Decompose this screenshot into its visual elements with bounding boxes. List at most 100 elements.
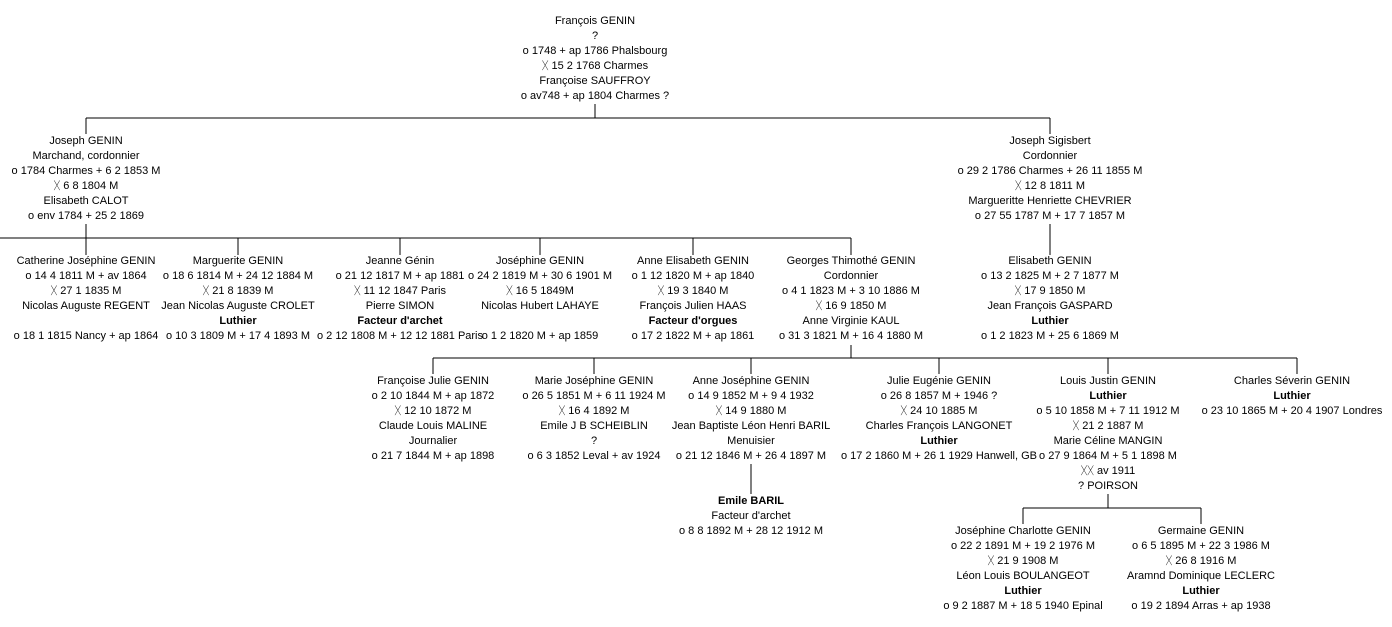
person-line: ᚷ 11 12 1847 Paris [353,285,446,297]
person-occupation: Luthier [920,435,958,447]
person-line: Pierre SIMON [365,300,435,312]
person-line: o 31 3 1821 M + 16 4 1880 M [778,330,924,342]
person-line: Joséphine GENIN [495,255,585,267]
person-line: Cordonnier [1022,150,1078,162]
person-line: Marie Céline MANGIN [1053,435,1163,447]
person-line: o 8 8 1892 M + 28 12 1912 M [678,525,824,537]
person-line: o 29 2 1786 Charmes + 26 11 1855 M [957,165,1143,177]
person-line: Françoise SAUFFROY [539,75,651,87]
person-line: Jeanne Génin [365,255,435,267]
person-line: o 23 10 1865 M + 20 4 1907 Londres [1201,405,1383,417]
person-line: ᚷ 19 3 1840 M [657,285,729,297]
person-line: o 6 3 1852 Leval + av 1924 [527,450,661,462]
person-line: ? [590,435,598,447]
person-line: Marguerite GENIN [192,255,284,267]
person-line: o 5 10 1858 M + 7 11 1912 M [1036,405,1180,417]
person-line: o 2 10 1844 M + ap 1872 [371,390,495,402]
person-marguerite-genin: Marguerite GENIN o 18 6 1814 M + 24 12 18… [158,254,318,344]
person-line: ᚷ 27 1 1835 M [50,285,122,297]
person-line: Nicolas Auguste REGENT [22,300,150,312]
person-line: ᚷ 24 10 1885 M [900,405,978,417]
person-line: Marchand, cordonnier [32,150,140,162]
person-line: Anne Joséphine GENIN [692,375,810,387]
person-line: Claude Louis MALINE [378,420,488,432]
person-line: Elisabeth GENIN [1008,255,1092,267]
person-line: ᚷ 12 10 1872 M [394,405,472,417]
person-occupation: Luthier [1004,585,1042,597]
person-line: o 1 2 1820 M + ap 1859 [481,330,599,342]
person-line: o 27 55 1787 M + 17 7 1857 M [974,210,1126,222]
person-francois-genin: François GENIN?o 1748 + ap 1786 Phalsbou… [495,14,695,104]
person-line: Jean Nicolas Auguste CROLET [161,300,315,312]
person-line: ᚷ 12 8 1811 M [1015,180,1085,192]
person-line: Catherine Joséphine GENIN [16,255,156,267]
person-line: Anne Virginie KAUL [802,315,900,327]
person-line: Jean Baptiste Léon Henri BARIL [671,420,831,432]
person-line [465,314,615,329]
person-line: o 9 2 1887 M + 18 5 1940 Epinal [943,600,1103,612]
person-occupation: Facteur d'archet [357,315,443,327]
person-line: ᚷ 21 8 1839 M [202,285,274,297]
person-line: o 21 7 1844 M + ap 1898 [371,450,495,462]
person-line: o 2 12 1808 M + 12 12 1881 Paris [316,330,484,342]
person-line [4,314,168,329]
person-occupation: Emile BARIL [717,495,784,507]
person-line: ᚷ 21 9 1908 M [987,555,1059,567]
person-line: Margueritte Henriette CHEVRIER [968,195,1132,207]
person-line: Louis Justin GENIN [1060,375,1156,387]
person-francoise-julie-genin: Françoise Julie GENIN o 2 10 1844 M + ap … [358,374,508,464]
person-line: Menuisier [727,435,775,447]
person-line: ᚷ 15 2 1768 Charmes [541,60,649,72]
person-line: Léon Louis BOULANGEOT [956,570,1090,582]
person-line: o 1748 + ap 1786 Phalsbourg [522,45,668,57]
person-line: Joseph Sigisbert [1009,135,1091,147]
person-line: Jean François GASPARD [987,300,1113,312]
person-line: ᚷ 17 9 1850 M [1014,285,1086,297]
person-line: Joséphine Charlotte GENIN [955,525,1091,537]
person-louis-justin-genin: Louis Justin GENIN Luthier o 5 10 1858 M +… [1028,374,1188,494]
person-line: ᚷ 16 9 1850 M [815,300,887,312]
person-line: o 18 1 1815 Nancy + ap 1864 [13,330,159,342]
person-line: ᚷ 16 4 1892 M [558,405,630,417]
person-line: o 13 2 1825 M + 2 7 1877 M [981,270,1119,282]
person-anne-elisabeth-genin: Anne Elisabeth GENIN o 1 12 1820 M + ap 1… [623,254,763,344]
person-line: o 26 8 1857 M + 1946 ? [880,390,998,402]
person-occupation: Luthier [1182,585,1220,597]
person-emile-baril: Emile BARIL Facteur d'archet o 8 8 1892 M … [671,494,831,539]
person-line: o 4 1 1823 M + 3 10 1886 M [782,285,920,297]
person-line: ᚷ 16 5 1849M [506,285,574,297]
person-line: o env 1784 + 25 2 1869 [28,210,144,222]
person-line: Françoise Julie GENIN [377,375,489,387]
person-occupation: Luthier [1089,390,1127,402]
person-line: ᚷᚷ av 1911 [1080,465,1136,477]
person-line: Marie Joséphine GENIN [534,375,654,387]
person-line: Aramnd Dominique LECLERC [1127,570,1275,582]
person-line: ᚷ 14 9 1880 M [715,405,787,417]
person-line: o 1 12 1820 M + ap 1840 [631,270,755,282]
person-line: Facteur d'archet [711,510,791,522]
person-line: Anne Elisabeth GENIN [637,255,749,267]
person-line: o 18 6 1814 M + 24 12 1884 M [162,270,314,282]
person-line: o 21 12 1846 M + 26 4 1897 M [675,450,827,462]
person-line: o 27 9 1864 M + 5 1 1898 M [1039,450,1177,462]
person-line: François Julien HAAS [639,300,747,312]
person-line: o 17 2 1822 M + ap 1861 [631,330,755,342]
person-line: François GENIN [554,15,636,27]
person-line: o 26 5 1851 M + 6 11 1924 M [522,390,666,402]
person-line: o 1 2 1823 M + 25 6 1869 M [981,330,1119,342]
person-line: Georges Thimothé GENIN [786,255,916,267]
person-line: Emile J B SCHEIBLIN [540,420,648,432]
person-line: ᚷ 6 8 1804 M [53,180,119,192]
person-occupation: Luthier [219,315,257,327]
person-line: Elisabeth CALOT [43,195,129,207]
person-line: ᚷ 21 2 1887 M [1072,420,1144,432]
